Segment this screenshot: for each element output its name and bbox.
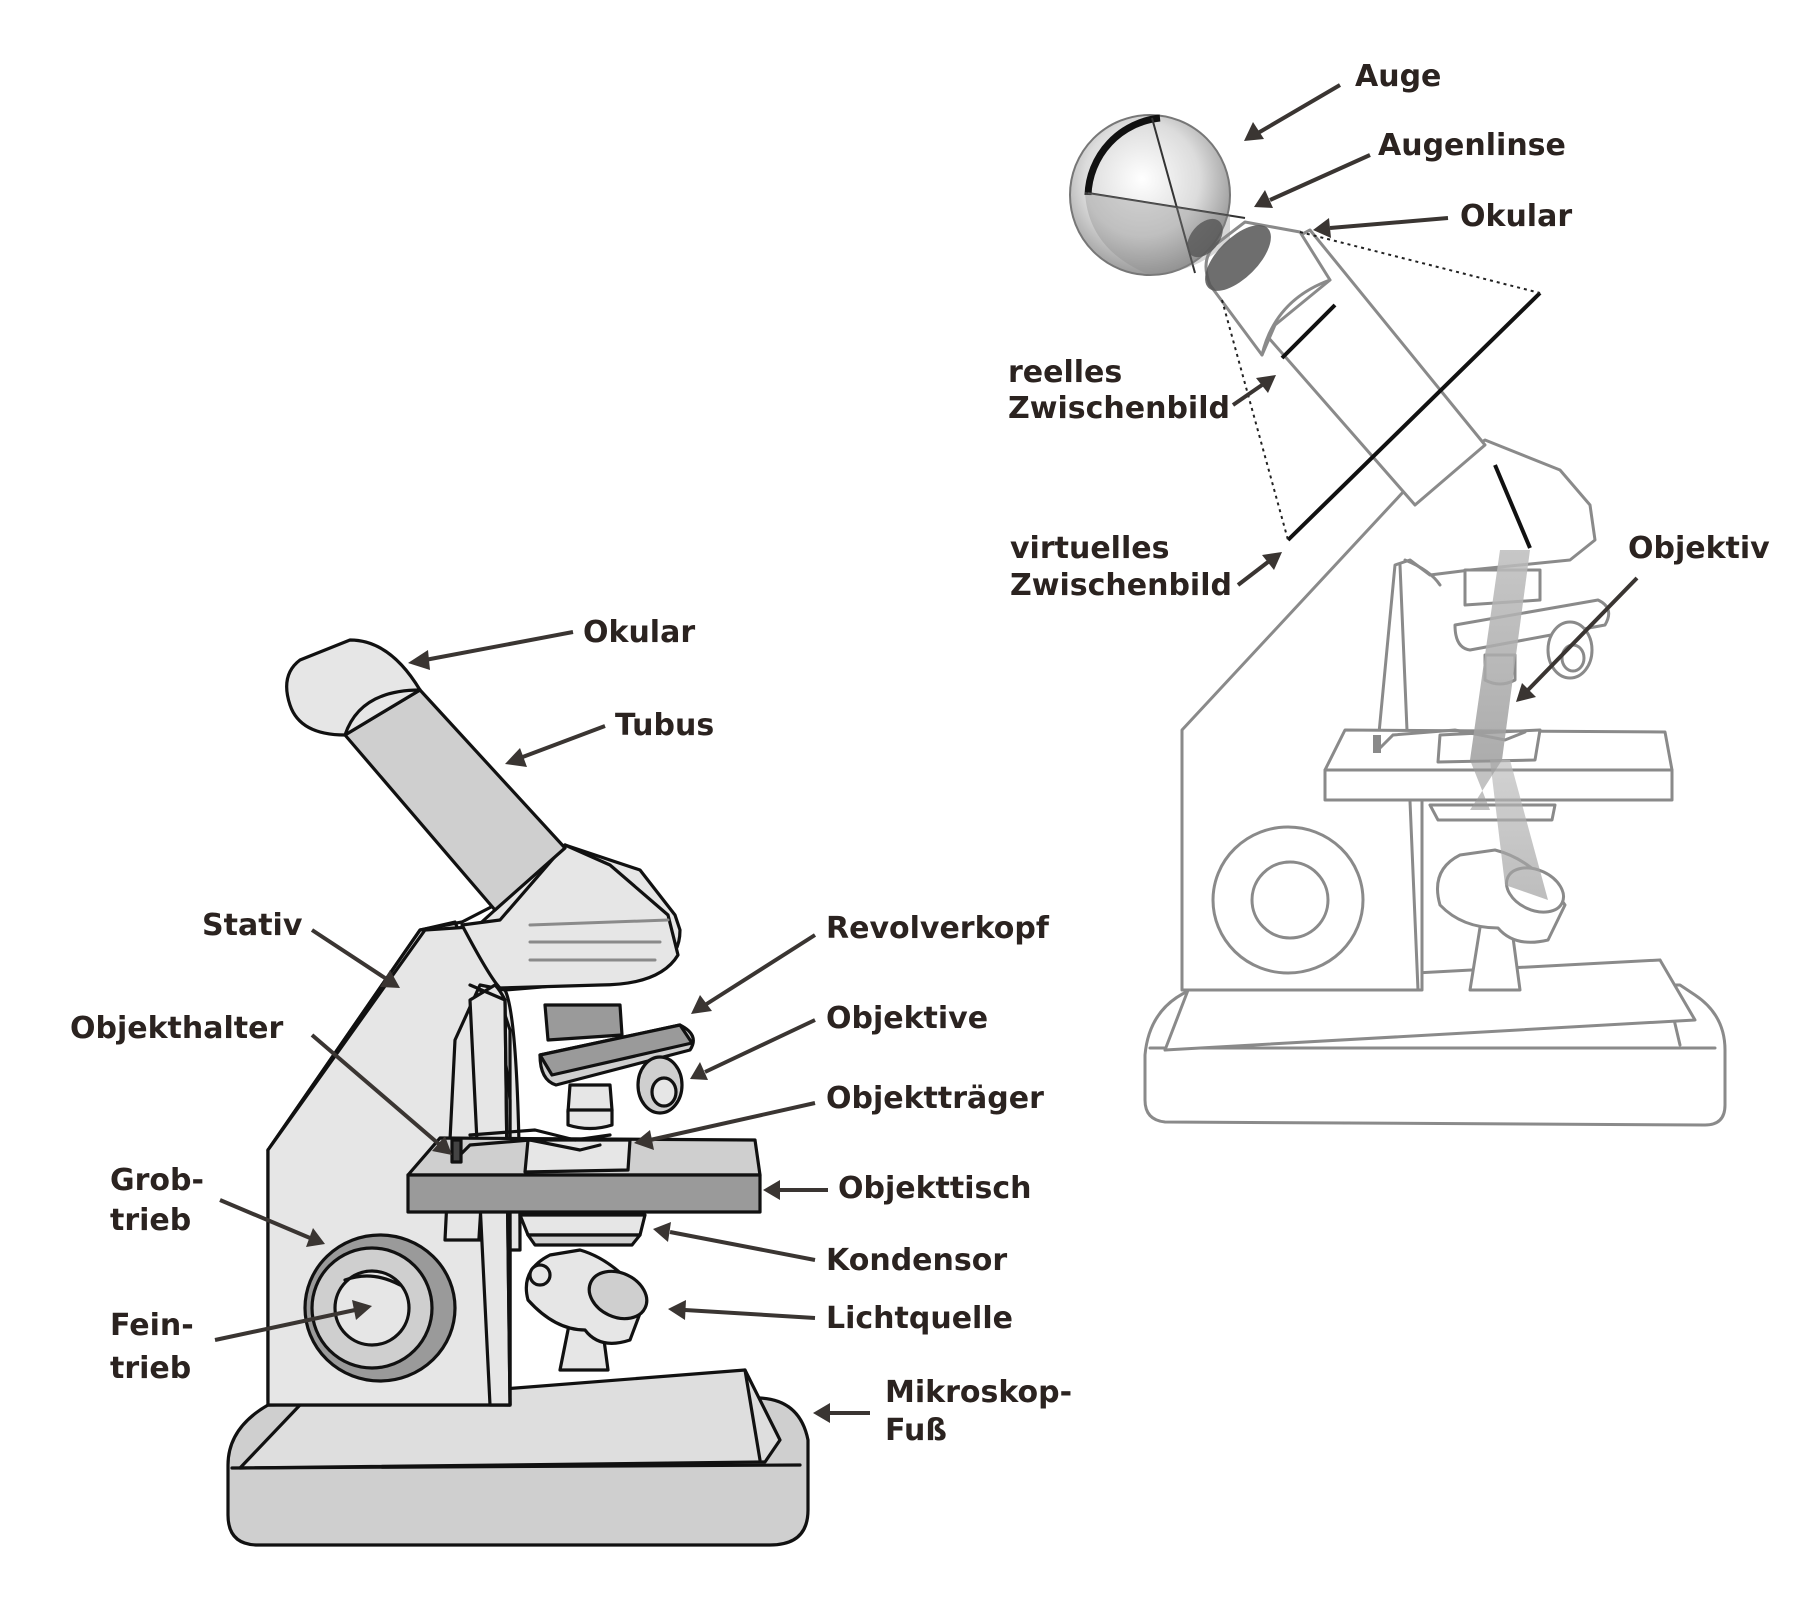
stage-left <box>406 1128 762 1214</box>
right-pointers <box>1231 83 1639 702</box>
label-objekttraeger: Objektträger <box>826 1081 1044 1116</box>
microscope-foot <box>226 1368 810 1547</box>
eyepiece-right-top <box>1187 218 1271 291</box>
tube <box>343 688 567 912</box>
eyepiece-left <box>285 638 422 737</box>
label-feintrieb-1: Fein- <box>110 1308 194 1343</box>
right-microscope <box>1069 114 1727 1127</box>
microscope-head <box>460 843 680 990</box>
label-objekttisch: Objekttisch <box>838 1171 1032 1206</box>
label-fuss-1: Mikroskop- <box>885 1375 1072 1410</box>
label-virtuelles-1: virtuelles <box>1010 531 1169 566</box>
label-tubus: Tubus <box>615 708 714 743</box>
revolver-nosepiece <box>538 1003 695 1131</box>
label-objekthalter: Objekthalter <box>70 1011 283 1046</box>
virtual-image-line <box>1286 291 1542 542</box>
real-image-line <box>1280 303 1337 360</box>
label-feintrieb-2: trieb <box>110 1351 191 1386</box>
label-lichtquelle: Lichtquelle <box>826 1301 1013 1336</box>
label-virtuelles-2: Zwischenbild <box>1010 568 1232 603</box>
eye <box>1069 114 1246 276</box>
light-source-left <box>524 1248 649 1372</box>
label-okular-right: Okular <box>1460 199 1572 234</box>
label-auge: Auge <box>1355 59 1441 94</box>
label-fuss-2: Fuß <box>885 1413 947 1448</box>
label-reelles-2: Zwischenbild <box>1008 391 1230 426</box>
light-beam <box>1470 550 1530 760</box>
label-revolverkopf: Revolverkopf <box>826 911 1050 946</box>
label-objektive: Objektive <box>826 1001 988 1036</box>
label-reelles-1: reelles <box>1008 355 1122 390</box>
label-grobtrieb-2: trieb <box>110 1203 191 1238</box>
label-objektiv: Objektiv <box>1628 531 1770 566</box>
label-okular-left: Okular <box>583 615 695 650</box>
label-augenlinse: Augenlinse <box>1378 128 1566 163</box>
condenser-left <box>518 1213 647 1247</box>
label-kondensor: Kondensor <box>826 1243 1007 1278</box>
label-stativ: Stativ <box>202 908 303 943</box>
left-microscope <box>226 638 810 1547</box>
focus-knobs <box>303 1233 457 1383</box>
left-pointers <box>214 630 870 1423</box>
label-grobtrieb-1: Grob- <box>110 1163 204 1198</box>
